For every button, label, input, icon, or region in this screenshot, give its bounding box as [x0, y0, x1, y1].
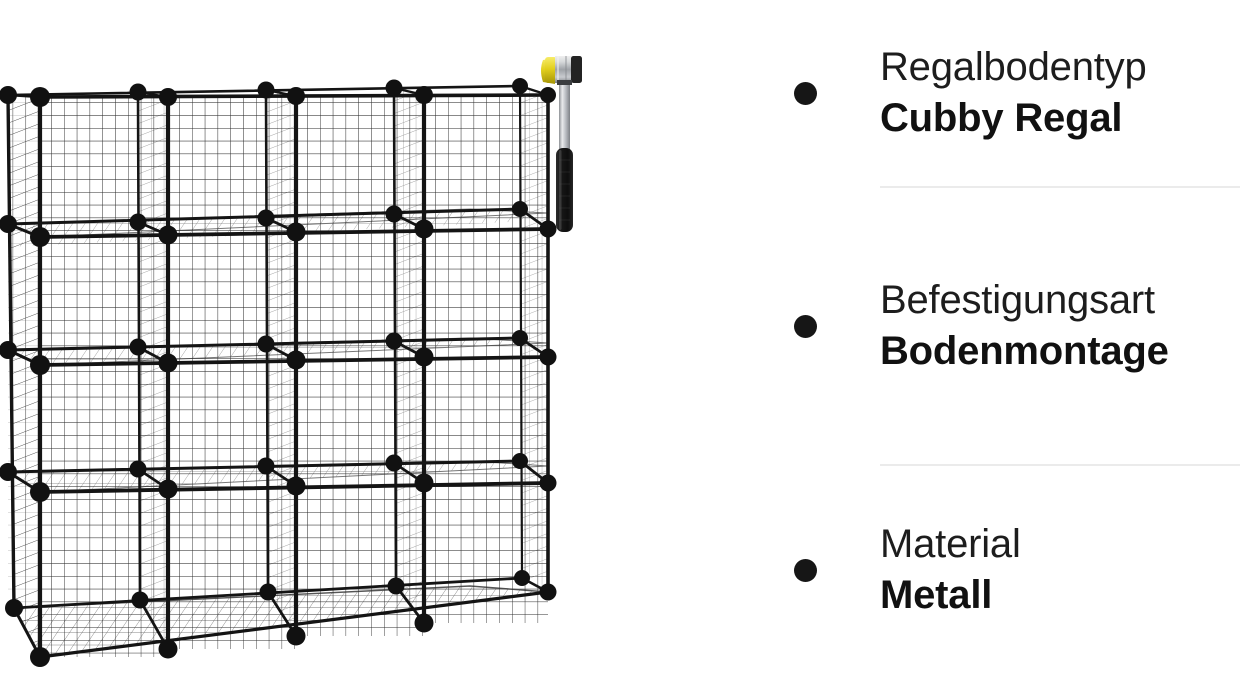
- cube-shelf: [0, 78, 557, 667]
- bullet-cell: [730, 558, 880, 582]
- attribute-value: Bodenmontage: [880, 328, 1169, 373]
- attribute-value: Metall: [880, 572, 993, 617]
- attribute-label: Befestigungsart: [880, 277, 1155, 322]
- bullet-cell: [730, 82, 880, 105]
- attribute-divider: [880, 186, 1240, 188]
- bullet-dot-icon: [793, 558, 817, 582]
- rubber-mallet: [541, 56, 582, 232]
- bullet-dot-icon: [793, 314, 817, 338]
- bullet-cell: [730, 314, 880, 338]
- wire-cube-shelf-illustration: [0, 56, 582, 667]
- attribute-divider: [880, 464, 1240, 466]
- attribute-list: Regalbodentyp Cubby Regal Befestigungsar…: [730, 0, 1240, 675]
- attribute-row-material: Material Metall: [730, 465, 1240, 675]
- product-image: [0, 56, 582, 667]
- attribute-row-befestigungsart: Befestigungsart Bodenmontage: [730, 187, 1240, 465]
- corner-connectors: [0, 78, 557, 667]
- attribute-label: Regalbodentyp: [880, 45, 1147, 89]
- attribute-text: Befestigungsart Bodenmontage: [880, 276, 1240, 377]
- attribute-text: Regalbodentyp Cubby Regal: [880, 43, 1240, 144]
- attribute-row-regalbodentyp: Regalbodentyp Cubby Regal: [730, 0, 1240, 187]
- attribute-label: Material: [880, 521, 1021, 566]
- attribute-value: Cubby Regal: [880, 96, 1123, 140]
- bullet-dot-icon: [793, 82, 817, 105]
- attribute-text: Material Metall: [880, 520, 1240, 621]
